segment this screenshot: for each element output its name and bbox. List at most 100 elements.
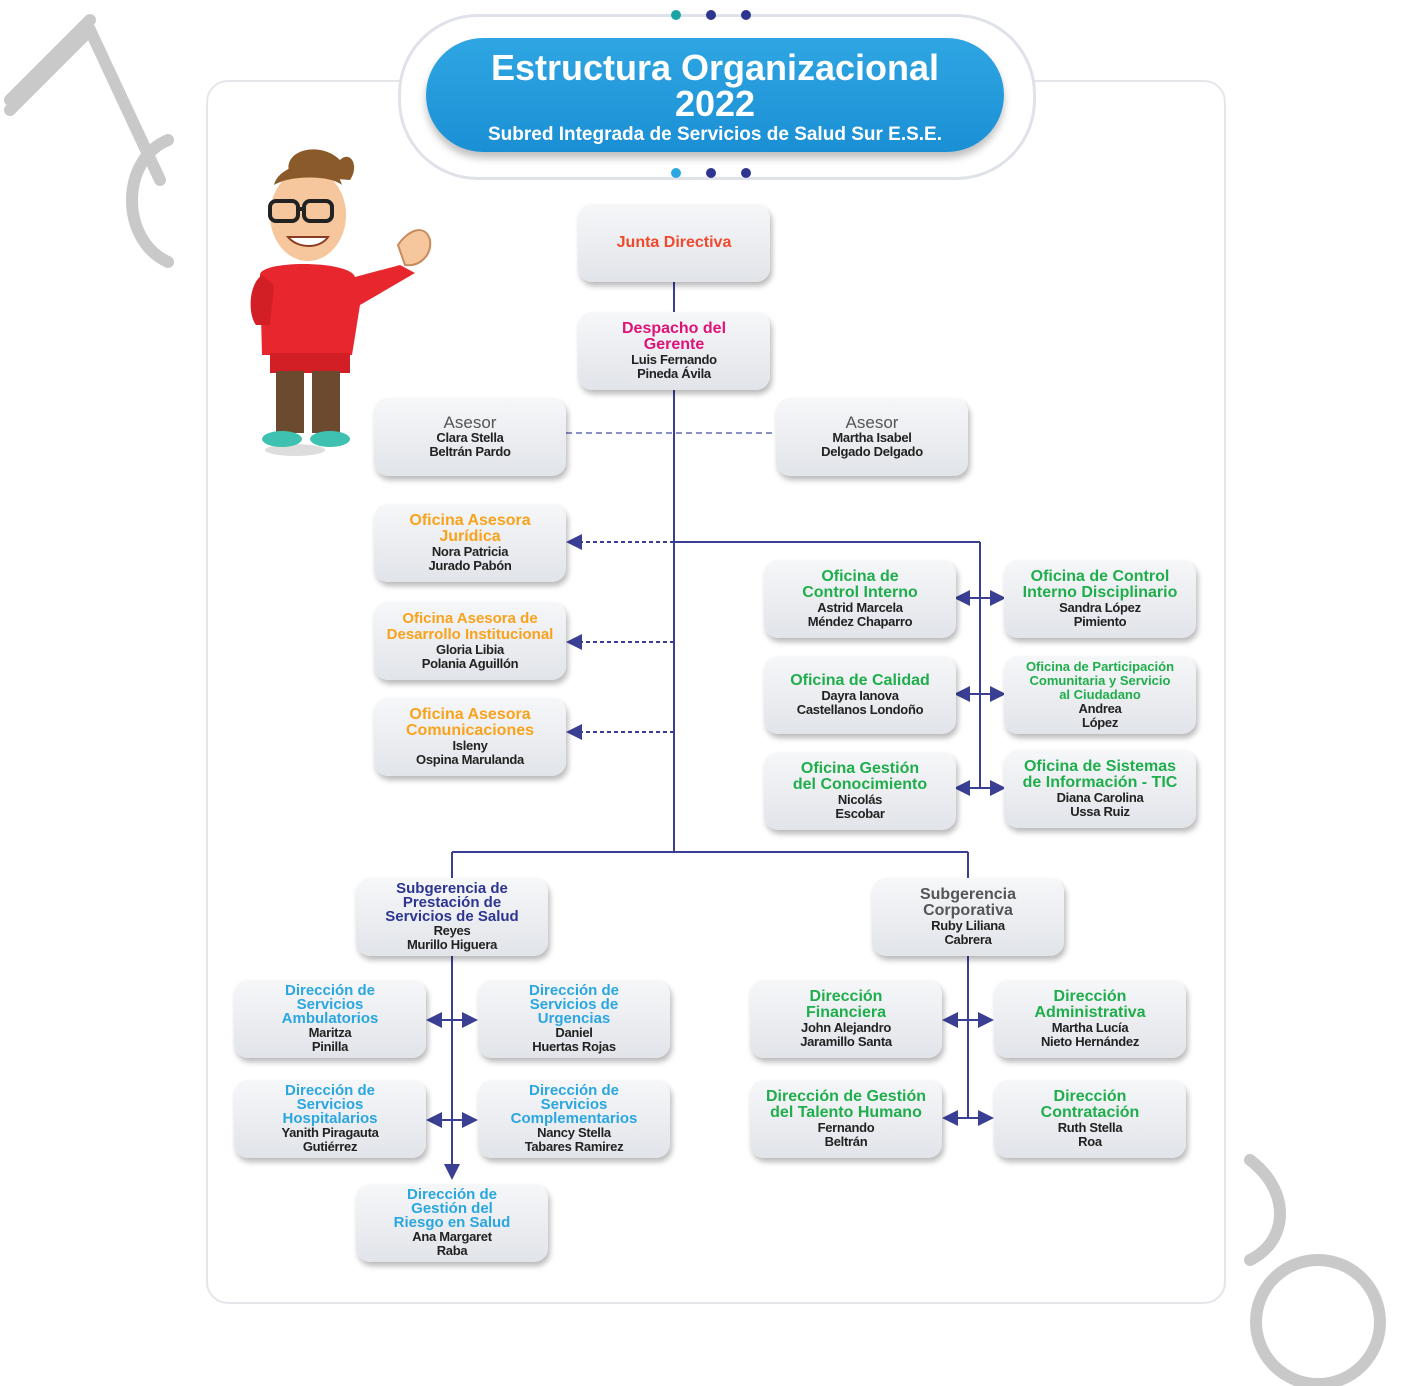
node-person: Sandra López [1059, 600, 1141, 615]
node-person: Nicolás [837, 792, 883, 807]
node-person: Beltrán Pardo [429, 444, 511, 459]
org-node-oficina-comunicaciones: Oficina Asesora Comunicaciones Isleny Os… [374, 698, 566, 776]
node-title: Contratación [1040, 1104, 1140, 1121]
node-title: Financiera [805, 1004, 887, 1021]
node-title: Dirección de [528, 1082, 620, 1099]
org-node-gestion-conocimiento: Oficina Gestión del Conocimiento Nicolás… [764, 752, 956, 830]
node-title: Oficina Asesora de [402, 610, 538, 627]
node-person: Luis Fernando [631, 352, 717, 367]
node-title: Corporativa [923, 902, 1013, 919]
node-person: Cabrera [944, 932, 992, 947]
org-node-direccion-riesgo: Dirección de Gestión del Riesgo en Salud… [356, 1184, 548, 1262]
org-node-participacion: Oficina de Participación Comunitaria y S… [1004, 656, 1196, 734]
node-title: Oficina Asesora [409, 512, 531, 529]
node-person: Fernando [817, 1120, 875, 1135]
org-node-asesor-right: Asesor Martha Isabel Delgado Delgado [776, 398, 968, 476]
node-person: Astrid Marcela [817, 600, 903, 615]
node-person: Ruby Liliana [931, 918, 1005, 933]
node-person: Ospina Marulanda [416, 752, 524, 767]
node-title: Servicios de [529, 996, 619, 1013]
node-person: Pinilla [311, 1039, 349, 1054]
header-dot-bottom-2 [706, 168, 716, 178]
node-person: Dayra Ianova [821, 688, 899, 703]
node-person: Jaramillo Santa [800, 1034, 892, 1049]
node-title: Servicios de Salud [385, 908, 519, 925]
node-title: Asesor [845, 413, 899, 432]
node-title: Subgerencia de [396, 880, 508, 897]
node-person: Pimiento [1073, 614, 1127, 629]
node-person: Gloria Libia [436, 642, 504, 657]
org-node-control-disciplinario: Oficina de Control Interno Disciplinario… [1004, 560, 1196, 638]
org-node-asesor-left: Asesor Clara Stella Beltrán Pardo [374, 398, 566, 476]
node-title: Oficina de [821, 568, 899, 585]
node-person: Isleny [452, 738, 488, 753]
node-person: Ussa Ruiz [1070, 804, 1130, 819]
org-node-direccion-ambulatorios: Dirección de Servicios Ambulatorios Mari… [234, 980, 426, 1058]
node-person: Escobar [835, 806, 885, 821]
node-title: Oficina Asesora [409, 706, 531, 723]
node-title: Servicios [296, 996, 364, 1013]
node-person: Méndez Chaparro [807, 614, 913, 629]
org-node-direccion-administrativa: Dirección Administrativa Martha Lucía Ni… [994, 980, 1186, 1058]
node-title: Hospitalarios [282, 1110, 378, 1127]
node-title: Comunitaria y Servicio [1029, 673, 1171, 688]
org-node-direccion-urgencias: Dirección de Servicios de Urgencias Dani… [478, 980, 670, 1058]
node-title: Dirección de [406, 1186, 498, 1203]
org-node-despacho-gerente: Despacho del Gerente Luis Fernando Pined… [578, 312, 770, 390]
node-title: Gestión del [411, 1200, 493, 1217]
node-title: al Ciudadano [1059, 687, 1141, 702]
waving-mascot-icon [250, 149, 432, 456]
node-title: de Información - TIC [1022, 774, 1178, 791]
node-title: Oficina de Control [1030, 568, 1170, 585]
node-person: Martha Isabel [832, 430, 912, 445]
node-person: Castellanos Londoño [796, 702, 924, 717]
node-person: John Alejandro [801, 1020, 891, 1035]
node-person: López [1081, 715, 1119, 730]
header-dot-top-2 [706, 10, 716, 20]
header-title: Estructura Organizacional [490, 47, 940, 88]
node-person: Reyes [433, 923, 471, 938]
org-node-direccion-financiera: Dirección Financiera John Alejandro Jara… [750, 980, 942, 1058]
node-title: Subgerencia [919, 886, 1017, 903]
header-year: 2022 [674, 83, 756, 124]
node-title: Dirección de Gestión [765, 1088, 927, 1105]
node-title: Asesor [443, 413, 497, 432]
node-person: Daniel [555, 1025, 593, 1040]
node-person: Nancy Stella [537, 1125, 611, 1140]
node-title: Oficina de Participación [1025, 659, 1175, 674]
node-person: Ana Margaret [412, 1229, 492, 1244]
node-person: Gutiérrez [302, 1139, 358, 1154]
node-title: Servicios [540, 1096, 608, 1113]
org-node-oficina-desarrollo: Oficina Asesora de Desarrollo Institucio… [374, 602, 566, 680]
header-dot-bottom-1 [671, 168, 681, 178]
header-dot-top-3 [741, 10, 751, 20]
node-person: Nora Patricia [431, 544, 509, 559]
org-node-junta-directiva: Junta Directiva [578, 204, 770, 282]
node-title: Dirección [809, 988, 883, 1005]
node-title: Ambulatorios [281, 1010, 379, 1027]
node-person: Huertas Rojas [532, 1039, 616, 1054]
org-node-sistemas-tic: Oficina de Sistemas de Información - TIC… [1004, 750, 1196, 828]
org-node-direccion-hospitalarios: Dirección de Servicios Hospitalarios Yan… [234, 1080, 426, 1158]
node-title: del Conocimiento [792, 776, 928, 793]
node-title: Dirección de [284, 982, 376, 999]
header-dot-bottom-3 [741, 168, 751, 178]
node-person: Pineda Ávila [637, 366, 711, 381]
node-title: Comunicaciones [405, 722, 535, 739]
node-person: Roa [1078, 1134, 1102, 1149]
node-title: Dirección de [528, 982, 620, 999]
node-person: Murillo Higuera [406, 937, 498, 952]
node-title: Oficina de Sistemas [1023, 758, 1177, 775]
header-subtitle: Subred Integrada de Servicios de Salud S… [487, 124, 943, 145]
node-person: Martha Lucía [1051, 1020, 1129, 1035]
org-node-direccion-talento-humano: Dirección de Gestión del Talento Humano … [750, 1080, 942, 1158]
org-node-direccion-complementarios: Dirección de Servicios Complementarios N… [478, 1080, 670, 1158]
node-title: Interno Disciplinario [1022, 584, 1178, 601]
node-person: Nieto Hernández [1040, 1034, 1140, 1049]
node-title: Complementarios [510, 1110, 638, 1127]
node-title: Oficina Gestión [800, 760, 920, 777]
node-person: Yanith Piragauta [281, 1125, 379, 1140]
node-person: Diana Carolina [1056, 790, 1144, 805]
node-title: Oficina de Calidad [790, 672, 930, 689]
